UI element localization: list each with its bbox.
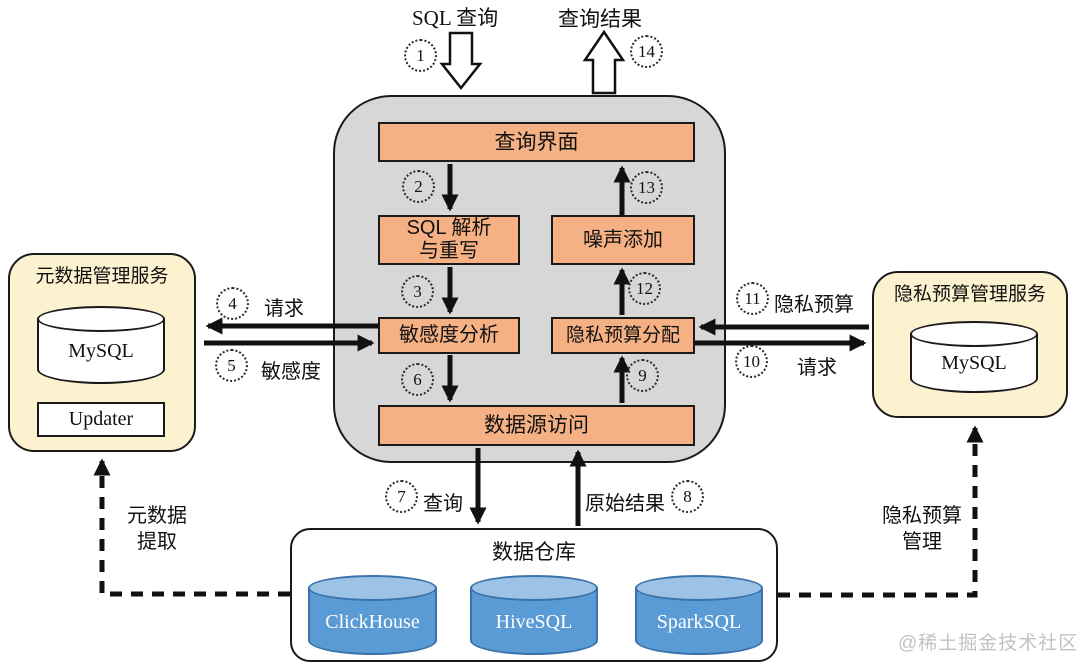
step-circle-8: 8 (671, 480, 704, 513)
metadata-request-label: 请求 (264, 298, 304, 320)
sql-query-input-arrow (439, 31, 483, 91)
step-circle-12: 12 (628, 272, 661, 305)
step-circle-11: 11 (736, 282, 769, 315)
sql-parse-line2: 与重写 (419, 240, 479, 262)
metadata-service-title: 元数据管理服务 (35, 266, 169, 287)
step-circle-14: 14 (630, 35, 663, 68)
query-result-output-arrow (582, 29, 626, 95)
cylinder-top (308, 575, 437, 601)
budget-allocation-module: 隐私预算分配 (551, 317, 695, 354)
sql-parse-rewrite-module: SQL 解析 与重写 (378, 215, 520, 265)
metadata-mysql-cylinder: MySQL (37, 306, 165, 384)
budget-mysql-cylinder: MySQL (910, 321, 1038, 393)
step-circle-7: 7 (385, 480, 418, 513)
site-watermark: @稀土掘金技术社区 (898, 633, 1079, 654)
query-result-label: 查询结果 (558, 8, 642, 31)
budget-db-label: MySQL (941, 352, 1007, 374)
updater-box: Updater (37, 402, 165, 437)
cylinder-top (37, 306, 165, 332)
noise-addition-module: 噪声添加 (551, 215, 695, 265)
step-circle-13: 13 (630, 171, 663, 204)
query-interface-module: 查询界面 (378, 122, 695, 162)
hivesql-label: HiveSQL (495, 611, 573, 633)
clickhouse-label: ClickHouse (325, 611, 420, 633)
raw-result-label: 原始结果 (585, 493, 665, 515)
data-source-access-module: 数据源访问 (378, 405, 695, 446)
step-circle-4: 4 (216, 287, 249, 320)
step-circle-3: 3 (401, 275, 434, 308)
cylinder-body (37, 319, 165, 384)
query-label: 查询 (423, 493, 463, 515)
step-circle-1: 1 (404, 39, 437, 72)
budget-manage-line1: 隐私预算 (882, 505, 962, 527)
cylinder-top (910, 321, 1038, 347)
budget-manage-label: 隐私预算 管理 (872, 503, 972, 555)
metadata-extract-line1: 元数据 (127, 505, 187, 527)
clickhouse-cylinder: ClickHouse (308, 575, 437, 655)
privacy-budget-label: 隐私预算 (774, 294, 854, 316)
cylinder-top (470, 575, 598, 601)
budget-service-title: 隐私预算管理服务 (893, 284, 1046, 305)
cylinder-top (635, 575, 763, 601)
metadata-extract-line2: 提取 (137, 531, 177, 553)
budget-request-label: 请求 (797, 357, 837, 379)
step-circle-2: 2 (402, 170, 435, 203)
warehouse-title: 数据仓库 (492, 541, 576, 564)
step-circle-9: 9 (626, 359, 659, 392)
hivesql-cylinder: HiveSQL (470, 575, 598, 655)
budget-manage-line2: 管理 (902, 531, 942, 553)
sparksql-label: SparkSQL (656, 611, 742, 633)
step-circle-5: 5 (215, 349, 248, 382)
step-circle-6: 6 (401, 363, 434, 396)
sql-query-label: SQL 查询 (412, 6, 499, 30)
step-circle-10: 10 (735, 345, 768, 378)
sensitivity-analysis-module: 敏感度分析 (378, 317, 520, 354)
metadata-extract-label: 元数据 提取 (112, 503, 202, 555)
sparksql-cylinder: SparkSQL (635, 575, 763, 655)
sql-parse-line1: SQL 解析 (406, 217, 492, 239)
metadata-db-label: MySQL (68, 340, 134, 362)
sensitivity-label: 敏感度 (261, 361, 321, 383)
